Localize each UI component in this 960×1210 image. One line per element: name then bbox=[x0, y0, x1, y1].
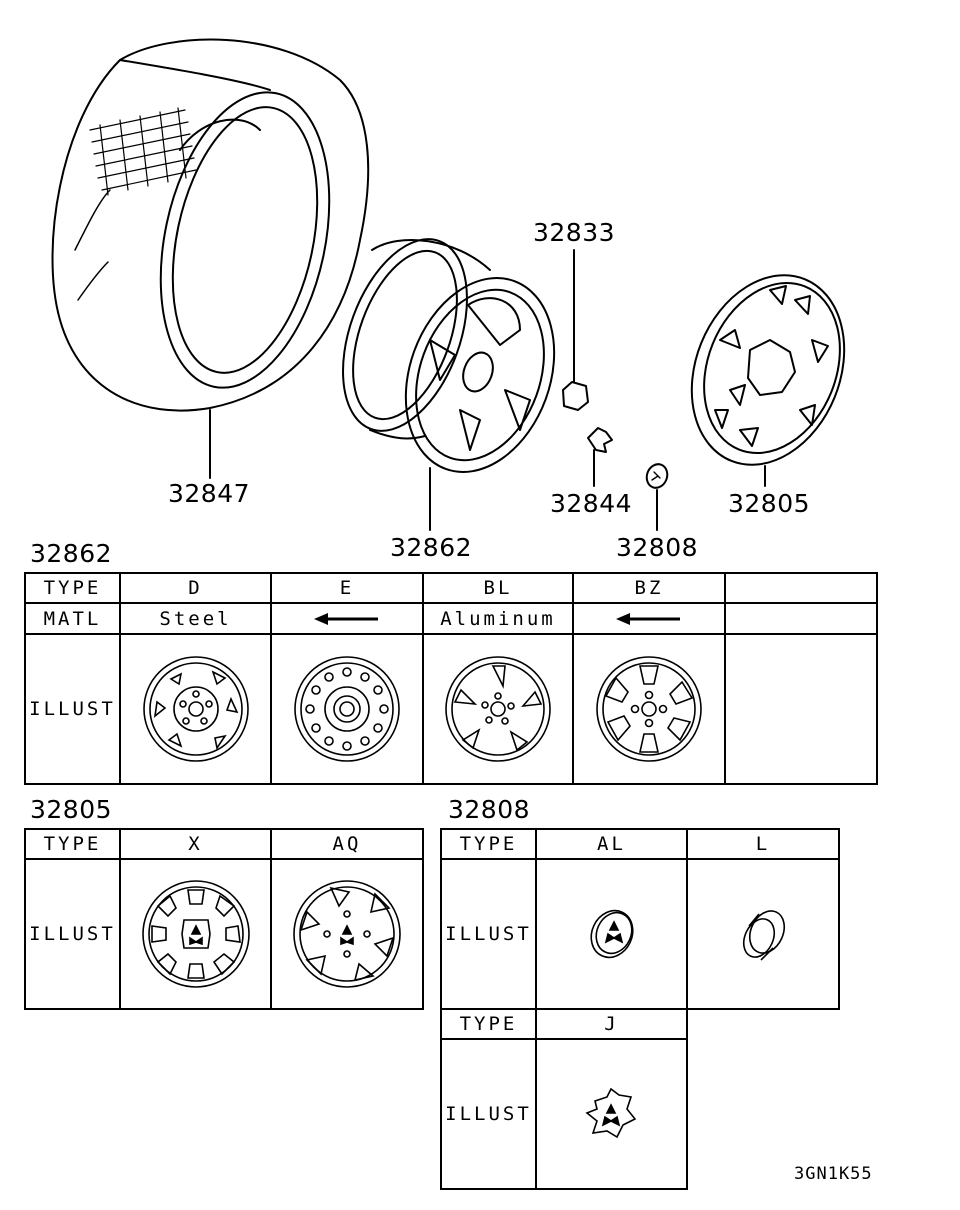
same-as-left-arrow-icon bbox=[314, 612, 378, 625]
row-header-type: TYPE bbox=[24, 828, 121, 860]
center-cap-drawing bbox=[645, 463, 669, 531]
cap-type-table: TYPE AL L ILLUST TYPE bbox=[440, 828, 840, 1190]
part-label-nut: 32833 bbox=[533, 218, 616, 247]
wheel-matl-e bbox=[270, 602, 424, 635]
diagram-code: 3GN1K55 bbox=[794, 1164, 873, 1184]
wheel-illust-bz bbox=[572, 633, 726, 785]
cover-type-x: X bbox=[119, 828, 272, 860]
row-header-illust: ILLUST bbox=[24, 858, 121, 1010]
wheel-type-e: E bbox=[270, 572, 424, 604]
cap-type-j-blank bbox=[687, 1008, 839, 1039]
tire-drawing bbox=[51, 38, 370, 479]
part-label-wheel: 32862 bbox=[390, 533, 473, 562]
wheel-type-bz: BZ bbox=[572, 572, 726, 604]
wheel-table-title: 32862 bbox=[30, 539, 113, 568]
cover-type-table: TYPE X AQ ILLUST bbox=[24, 828, 424, 1010]
wheel-type-empty bbox=[724, 572, 878, 604]
center-cap-al-icon bbox=[589, 909, 634, 959]
aluminum-wheel-bz-icon bbox=[596, 656, 702, 762]
wheel-cover-x-icon bbox=[141, 880, 250, 988]
cap-illust-j bbox=[535, 1038, 688, 1190]
wheel-matl-bz bbox=[572, 602, 726, 635]
cap-illust-al bbox=[535, 858, 688, 1010]
row-header-illust: ILLUST bbox=[440, 858, 537, 1010]
steel-wheel-e-icon bbox=[294, 656, 400, 762]
wheel-cover-drawing bbox=[690, 274, 846, 487]
cap-type-al: AL bbox=[535, 828, 688, 860]
row-header-matl: MATL bbox=[24, 602, 121, 635]
row-header-type-2: TYPE bbox=[440, 1008, 537, 1040]
row-header-type: TYPE bbox=[440, 828, 537, 860]
wheel-cover-aq-icon bbox=[293, 880, 401, 988]
wheel-drawing bbox=[342, 238, 556, 531]
center-cap-l-icon bbox=[742, 910, 786, 961]
balance-weight-drawing bbox=[587, 427, 613, 487]
cover-illust-x bbox=[119, 858, 272, 1010]
exploded-parts-diagram bbox=[51, 38, 846, 531]
row-header-type: TYPE bbox=[24, 572, 121, 604]
part-label-tire: 32847 bbox=[168, 479, 251, 508]
wheel-type-d: D bbox=[119, 572, 272, 604]
part-label-weight: 32844 bbox=[550, 489, 633, 518]
cap-type-j: J bbox=[535, 1008, 688, 1040]
wheel-illust-empty bbox=[724, 633, 878, 785]
wheel-matl-bl: Aluminum bbox=[422, 602, 574, 635]
row-header-illust: ILLUST bbox=[24, 633, 121, 785]
wheel-matl-d: Steel bbox=[119, 602, 272, 635]
wheel-illust-d bbox=[119, 633, 272, 785]
part-label-cap: 32808 bbox=[616, 533, 699, 562]
nut-drawing bbox=[562, 249, 589, 411]
steel-wheel-d-icon bbox=[142, 656, 249, 762]
cover-illust-aq bbox=[270, 858, 424, 1010]
wheel-illust-e bbox=[270, 633, 424, 785]
cover-type-aq: AQ bbox=[270, 828, 424, 860]
wheel-illust-bl bbox=[422, 633, 574, 785]
same-as-left-arrow-icon bbox=[616, 612, 680, 625]
cover-table-title: 32805 bbox=[30, 795, 113, 824]
part-label-cover: 32805 bbox=[728, 489, 811, 518]
cap-table-title: 32808 bbox=[448, 795, 531, 824]
aluminum-wheel-bl-icon bbox=[445, 656, 551, 762]
cap-type-l: L bbox=[686, 828, 840, 860]
wheel-matl-empty bbox=[724, 602, 878, 635]
wheel-type-table: TYPE D E BL BZ MATL Steel Aluminum ILLUS… bbox=[24, 572, 878, 785]
row-header-illust-2: ILLUST bbox=[440, 1038, 537, 1190]
cap-illust-l bbox=[686, 858, 840, 1010]
center-cap-j-icon bbox=[584, 1087, 636, 1139]
wheel-type-bl: BL bbox=[422, 572, 574, 604]
